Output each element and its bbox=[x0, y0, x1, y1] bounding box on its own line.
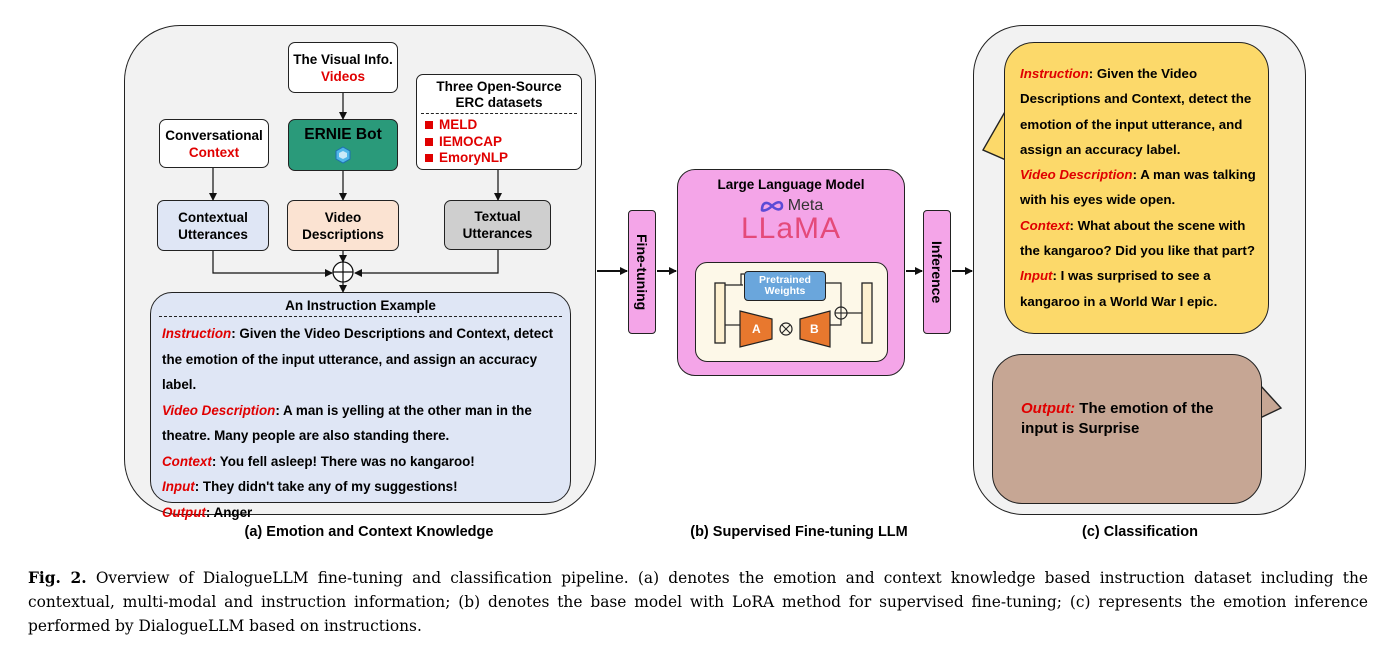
textual-utterances-box: Textual Utterances bbox=[444, 200, 551, 250]
context-field-label: Context bbox=[162, 453, 212, 469]
instruction-example-body: Instruction: Given the Video Description… bbox=[151, 317, 570, 525]
output-bubble: Output: The emotion of the input is Surp… bbox=[992, 354, 1262, 504]
pretrained-label: Pretrained Weights bbox=[759, 274, 811, 297]
dataset-item: EmoryNLP bbox=[425, 150, 581, 167]
bullet-square-icon bbox=[425, 121, 433, 129]
c-input-label: Input bbox=[1020, 268, 1053, 284]
instruction-example-title: An Instruction Example bbox=[285, 298, 436, 313]
video-description-text: : A man is yelling at the other man in t… bbox=[162, 402, 532, 444]
dataset-item: IEMOCAP bbox=[425, 134, 581, 151]
llama-label: LLaMA bbox=[740, 212, 842, 245]
instruction-example-box: An Instruction Example Instruction: Give… bbox=[150, 292, 571, 520]
c-video-text: : A man was talking with his eyes wide o… bbox=[1020, 167, 1256, 208]
ernie-logo-icon bbox=[335, 146, 351, 164]
instruction-bubble: Instruction: Given the Video Description… bbox=[1004, 42, 1269, 334]
caption-b: (b) Supervised Fine-tuning LLM bbox=[690, 524, 908, 540]
visual-info-title: The Visual Info. bbox=[293, 51, 393, 67]
fine-tuning-box: Fine-tuning bbox=[628, 210, 656, 334]
figure-label: Fig. 2. bbox=[28, 569, 87, 587]
contextual-utterances-box: Contextual Utterances bbox=[157, 200, 269, 251]
fine-tuning-label: Fine-tuning bbox=[634, 233, 650, 311]
c-context-label: Context bbox=[1020, 217, 1070, 233]
output-text: : Anger bbox=[205, 504, 253, 520]
meta-logo-icon bbox=[760, 200, 784, 212]
c-video-label: Video Description bbox=[1020, 167, 1133, 183]
conversational-label: Conversational bbox=[165, 127, 263, 143]
video-desc-line1: Video bbox=[324, 209, 362, 225]
figure-caption-text: Overview of DialogueLLM fine-tuning and … bbox=[28, 569, 1368, 635]
c-instruction-text: : Given the Video Descriptions and Conte… bbox=[1020, 66, 1252, 157]
video-description-label: Video Description bbox=[162, 402, 276, 418]
datasets-box: Three Open-Source ERC datasets MELD IEMO… bbox=[416, 74, 582, 170]
lora-b-label: B bbox=[810, 322, 819, 336]
instruction-text: : Given the Video Descriptions and Conte… bbox=[162, 326, 554, 392]
video-descriptions-box: Video Descriptions bbox=[287, 200, 399, 251]
inference-box: Inference bbox=[923, 210, 951, 334]
textual-line1: Textual bbox=[474, 209, 521, 224]
input-text: : They didn't take any of my suggestions… bbox=[194, 479, 458, 494]
textual-line2: Utterances bbox=[462, 226, 533, 241]
lora-a-label: A bbox=[752, 322, 761, 336]
c-output-text: The emotion of the input is Surprise bbox=[1021, 400, 1214, 437]
ernie-bot-label: ERNIE Bot bbox=[304, 126, 382, 143]
instruction-label: Instruction bbox=[162, 326, 232, 341]
bullet-square-icon bbox=[425, 154, 433, 162]
dataset-item: MELD bbox=[425, 117, 581, 134]
lora-lines bbox=[714, 273, 873, 348]
video-desc-line2: Descriptions bbox=[302, 226, 384, 242]
visual-info-box: The Visual Info. Videos bbox=[288, 42, 398, 93]
llm-title: Large Language Model bbox=[717, 177, 865, 192]
contextual-line2: Utterances bbox=[178, 226, 248, 242]
context-label: Context bbox=[188, 144, 240, 160]
datasets-title-line2: ERC datasets bbox=[455, 95, 543, 110]
c-instruction-label: Instruction bbox=[1020, 66, 1089, 81]
figure-caption: Fig. 2. Overview of DialogueLLM fine-tun… bbox=[28, 566, 1368, 638]
context-text: : You fell asleep! There was no kangaroo… bbox=[211, 453, 475, 469]
datasets-title-line1: Three Open-Source bbox=[436, 79, 562, 94]
c-output-label: Output: bbox=[1021, 400, 1076, 417]
visual-info-videos: Videos bbox=[320, 68, 366, 84]
conversational-context-box: Conversational Context bbox=[159, 119, 269, 168]
meta-label: Meta bbox=[787, 197, 824, 214]
bullet-square-icon bbox=[425, 137, 433, 146]
lora-architecture: Pretrained Weights A B bbox=[695, 262, 888, 362]
c-input-text: : I was surprised to see a kangaroo in a… bbox=[1020, 268, 1218, 309]
llm-box: Large Language Model Meta LLaMA Pre bbox=[677, 169, 905, 376]
output-label: Output bbox=[162, 504, 206, 520]
c-context-text: : What about the scene with the kangaroo… bbox=[1020, 217, 1255, 259]
ernie-bot-box: ERNIE Bot bbox=[288, 119, 398, 171]
contextual-line1: Contextual bbox=[178, 209, 248, 225]
caption-a: (a) Emotion and Context Knowledge bbox=[244, 524, 494, 540]
caption-c: (c) Classification bbox=[1081, 524, 1199, 540]
inference-label: Inference bbox=[929, 240, 945, 304]
pretrained-weights-box: Pretrained Weights bbox=[744, 271, 826, 301]
input-label: Input bbox=[162, 479, 195, 494]
